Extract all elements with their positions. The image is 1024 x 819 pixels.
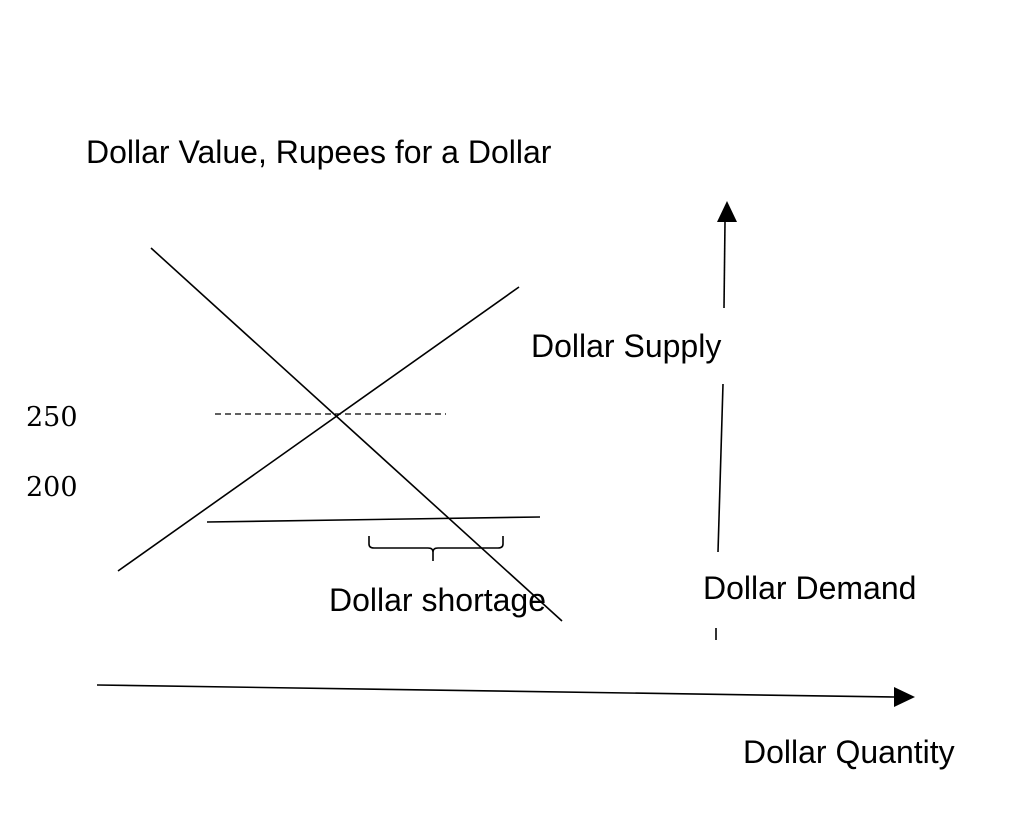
price-level-200: 200 bbox=[26, 472, 78, 503]
x-axis-label: Dollar Quantity bbox=[743, 734, 955, 770]
y-axis-title: Dollar Value, Rupees for a Dollar bbox=[86, 134, 552, 170]
shortage-label: Dollar shortage bbox=[329, 582, 546, 618]
supply-label: Dollar Supply bbox=[531, 328, 721, 364]
arrow-right-icon bbox=[894, 687, 915, 707]
supply-line bbox=[117, 286, 520, 572]
vertical-arrow-middle bbox=[717, 383, 724, 553]
demand-line bbox=[150, 247, 563, 622]
price-level-250: 250 bbox=[26, 402, 78, 433]
fixed-rate-line bbox=[206, 516, 541, 523]
arrow-up-icon bbox=[717, 201, 737, 222]
demand-label: Dollar Demand bbox=[703, 570, 916, 606]
x-axis-line bbox=[96, 684, 895, 698]
shortage-brace bbox=[368, 536, 504, 561]
vertical-arrow-upper bbox=[723, 221, 726, 309]
